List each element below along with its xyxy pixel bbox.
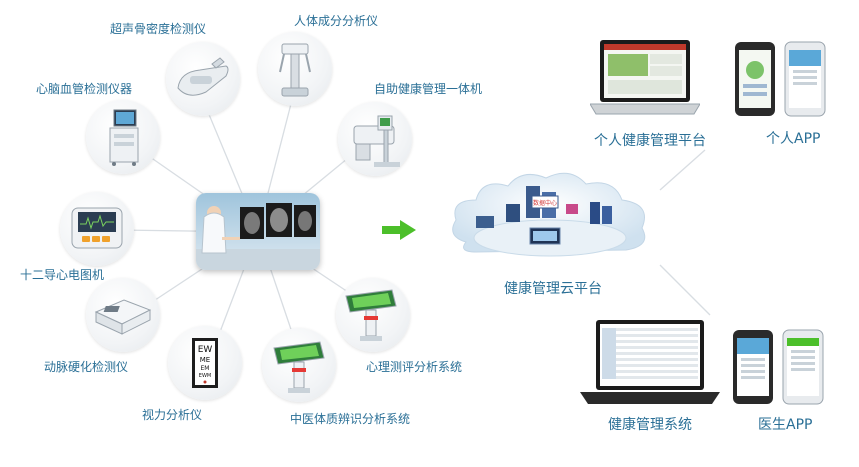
doctor-monitors-icon: [196, 193, 320, 270]
management-system-label: 健康管理系统: [608, 417, 692, 433]
cardio-detector-icon: [109, 109, 139, 166]
ecg-label: 十二导心电图机: [20, 268, 105, 282]
tcm-analysis-terminal-icon: [273, 341, 325, 393]
svg-text:ME: ME: [200, 356, 210, 364]
vision-label: 视力分析仪: [142, 408, 203, 422]
body-composition-label: 人体成分分析仪: [294, 14, 379, 28]
svg-text:EWM: EWM: [199, 373, 211, 379]
personal-platform-laptop-icon: [590, 40, 700, 115]
management-system-laptop-icon: [580, 320, 720, 404]
artery-label: 动脉硬化检测仪: [44, 360, 129, 374]
bone-densitometer-circle: [166, 42, 240, 116]
psych-evaluation-terminal-icon: [345, 289, 397, 341]
personal-platform-label: 个人健康管理平台: [594, 133, 706, 149]
kiosk-circle: [338, 102, 412, 176]
flow-arrow-icon: [382, 220, 416, 240]
vision-circle: EW ME EM EWM: [168, 326, 242, 400]
data-center-label: 数据中心: [533, 199, 557, 207]
body-composition-analyzer-icon: [279, 43, 311, 97]
tcm-circle: [262, 328, 336, 402]
arteriosclerosis-detector-icon: [94, 299, 152, 335]
doctor-workstation-image: [196, 193, 320, 270]
cloud-platform-label: 健康管理云平台: [504, 281, 602, 297]
tcm-label: 中医体质辨识分析系统: [290, 412, 411, 426]
health-kiosk-icon: [353, 115, 400, 167]
bone-densitometer-label: 超声骨密度检测仪: [110, 22, 207, 36]
svg-text:EM: EM: [201, 365, 210, 372]
artery-circle: [86, 278, 160, 352]
cardio-label: 心脑血管检测仪器: [36, 82, 133, 96]
doctor-app-label: 医生APP: [758, 417, 813, 433]
psych-circle: [336, 278, 410, 352]
cloud-platform-icon: 数据中心: [452, 172, 646, 257]
cardio-circle: [86, 100, 160, 174]
vision-chart-icon: EW ME EM EWM: [192, 338, 218, 388]
svg-text:EW: EW: [198, 345, 213, 355]
psych-label: 心理测评分析系统: [366, 360, 463, 374]
personal-app-label: 个人APP: [766, 131, 821, 147]
ecg-circle: [60, 192, 134, 266]
ecg-machine-icon: [71, 207, 123, 249]
personal-app-phones-icon: [735, 41, 826, 117]
kiosk-label: 自助健康管理一体机: [374, 82, 483, 96]
body-composition-circle: [258, 32, 332, 106]
doctor-app-phones-icon: [733, 329, 824, 405]
bone-densitometer-icon: [177, 57, 229, 96]
